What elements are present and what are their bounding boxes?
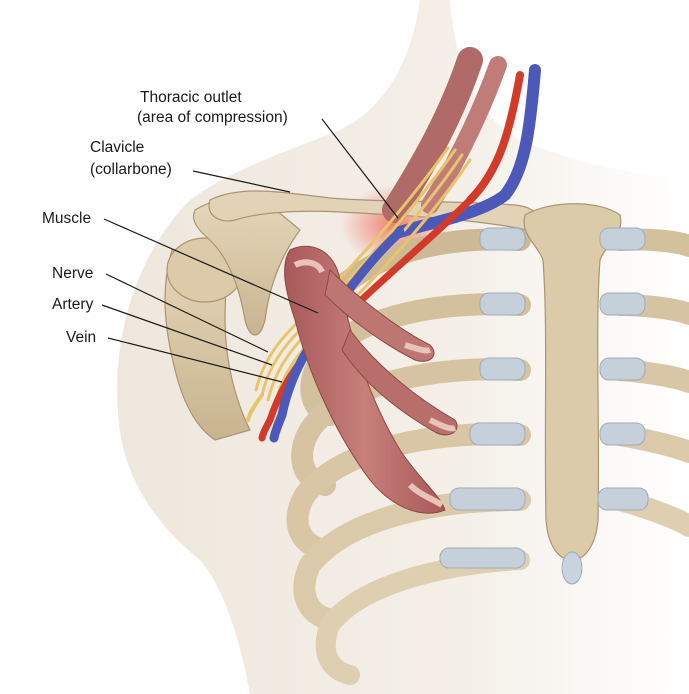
xiphoid-process (562, 552, 582, 584)
label-thoracic-outlet-subtitle: (area of compression) (137, 109, 288, 126)
label-muscle: Muscle (42, 210, 91, 227)
label-artery: Artery (52, 296, 94, 313)
label-vein: Vein (66, 329, 96, 346)
label-collarbone: (collarbone) (90, 161, 172, 178)
label-nerve: Nerve (52, 265, 93, 282)
label-clavicle: Clavicle (90, 139, 144, 156)
label-thoracic-outlet-title: Thoracic outlet (140, 89, 242, 106)
